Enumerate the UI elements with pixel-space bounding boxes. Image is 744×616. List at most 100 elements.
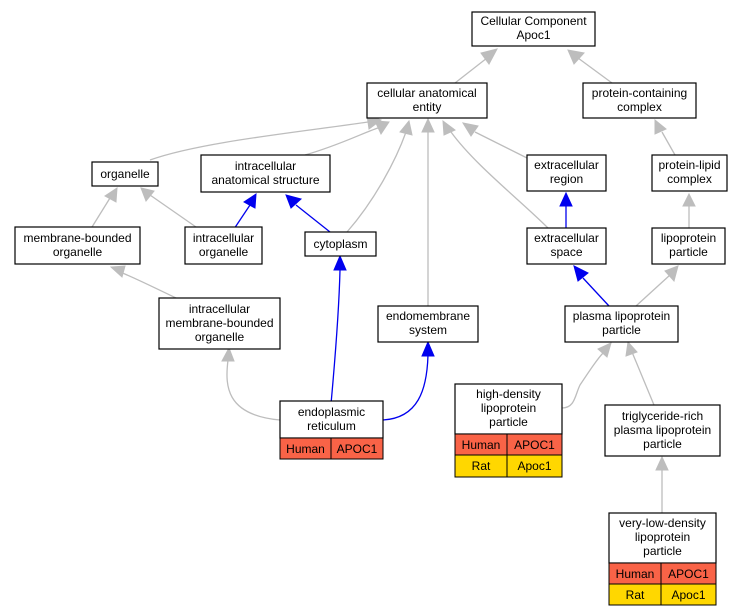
- node-cellular-component-apoc1[interactable]: Cellular Component Apoc1: [471, 11, 596, 47]
- arrowhead: [461, 122, 479, 137]
- node-label: protein-containing: [592, 86, 687, 100]
- gene-cell: [660, 583, 717, 606]
- annotation-row-human: Human APOC1: [608, 562, 717, 585]
- node-label: endomembrane: [386, 309, 470, 323]
- edge-ias-to-cae: [304, 127, 379, 156]
- edge-io-to-organelle: [149, 194, 197, 228]
- gene-cell: [506, 454, 563, 478]
- node-protein-lipid-complex[interactable]: protein-lipid complex: [651, 154, 728, 192]
- node-label: complex: [667, 172, 712, 186]
- nodes: Cellular Component Apoc1 cellular anatom…: [14, 11, 728, 606]
- edge-imbo-to-mbo: [119, 271, 177, 299]
- edge-io-to-ias: [233, 204, 251, 230]
- arrowhead: [654, 118, 667, 135]
- annotation-row-human: Human APOC1: [454, 433, 563, 456]
- node-extracellular-space[interactable]: extracellular space: [526, 227, 607, 265]
- node-label: particle: [489, 415, 528, 429]
- node-label: high-density: [476, 387, 541, 401]
- species-label: Human: [286, 442, 325, 456]
- gene-label: APOC1: [514, 438, 555, 452]
- node-label: plasma lipoprotein: [573, 309, 670, 323]
- node-triglyceride-rich-plasma-lipoprotein-particle[interactable]: triglyceride-rich plasma lipoprotein par…: [604, 404, 721, 457]
- gene-label: Apoc1: [517, 459, 551, 473]
- node-label: triglyceride-rich: [622, 409, 703, 423]
- species-label: Human: [616, 567, 655, 581]
- node-cytoplasm[interactable]: cytoplasm: [304, 231, 377, 257]
- node-intracellular-organelle[interactable]: intracellular organelle: [184, 226, 263, 265]
- node-organelle[interactable]: organelle: [91, 161, 159, 187]
- node-label: space: [550, 245, 582, 259]
- node-cellular-anatomical-entity[interactable]: cellular anatomical entity: [366, 82, 488, 119]
- node-protein-containing-complex[interactable]: protein-containing complex: [582, 82, 697, 119]
- node-high-density-lipoprotein-particle[interactable]: high-density lipoprotein particle Human …: [454, 383, 563, 478]
- arrowhead: [664, 265, 679, 283]
- node-plasma-lipoprotein-particle[interactable]: plasma lipoprotein particle: [564, 305, 679, 343]
- node-very-low-density-lipoprotein-particle[interactable]: very-low-density lipoprotein particle Hu…: [608, 512, 717, 606]
- node-label: extracellular: [534, 231, 599, 245]
- arrowhead: [243, 193, 257, 209]
- annotation-row-human: Human APOC1: [279, 437, 384, 460]
- node-label: Cellular Component: [480, 14, 587, 28]
- species-label: Human: [462, 438, 501, 452]
- arrowhead: [682, 192, 696, 207]
- node-label: intracellular: [189, 302, 250, 316]
- arrowhead: [480, 48, 498, 65]
- node-membrane-bounded-organelle[interactable]: membrane-bounded organelle: [14, 226, 141, 265]
- species-label: Rat: [626, 588, 645, 602]
- node-label: extracellular: [534, 158, 599, 172]
- arrowhead: [333, 254, 347, 271]
- node-intracellular-membrane-bounded-organelle[interactable]: intracellular membrane-bounded organelle: [158, 297, 281, 350]
- node-label: entity: [413, 100, 442, 114]
- edge-plc-to-pcc: [661, 131, 676, 156]
- edge-ret-to-endo: [382, 354, 429, 421]
- node-label: protein-lipid: [658, 158, 720, 172]
- arrowhead: [421, 340, 435, 357]
- node-intracellular-anatomical-structure[interactable]: intracellular anatomical structure: [200, 154, 331, 193]
- arrowhead: [559, 191, 573, 207]
- edge-trl-to-plpp: [631, 351, 655, 406]
- node-label: system: [409, 323, 447, 337]
- node-label: membrane-bounded: [23, 231, 131, 245]
- node-label: lipoprotein: [481, 401, 536, 415]
- node-label: lipoprotein: [661, 231, 716, 245]
- edge-hdl-to-plpp: [561, 351, 605, 409]
- arrowhead: [567, 49, 585, 65]
- node-label: anatomical structure: [211, 173, 319, 187]
- node-label: particle: [643, 437, 682, 451]
- edge-es-to-cae: [450, 131, 549, 229]
- arrowhead: [104, 187, 118, 203]
- arrowhead: [625, 340, 638, 357]
- edge-organelle-to-cae: [149, 121, 369, 161]
- node-label: Apoc1: [516, 28, 550, 42]
- node-extracellular-region[interactable]: extracellular region: [526, 154, 607, 192]
- node-label: particle: [669, 245, 708, 259]
- edge-ret-to-imbo: [226, 359, 281, 421]
- gene-label: APOC1: [337, 442, 378, 456]
- node-label: organelle: [195, 330, 245, 344]
- node-label: intracellular: [193, 231, 254, 245]
- arrow-heads: [104, 48, 696, 471]
- edge-cyto-to-cae: [346, 131, 407, 233]
- gene-cell: [330, 437, 384, 460]
- arrowhead: [109, 265, 126, 278]
- node-label: lipoprotein: [635, 530, 690, 544]
- node-label: particle: [602, 323, 641, 337]
- gene-label: APOC1: [668, 567, 709, 581]
- node-label: particle: [643, 544, 682, 558]
- node-endomembrane-system[interactable]: endomembrane system: [377, 305, 479, 343]
- arrowhead: [374, 120, 390, 136]
- node-label: intracellular: [235, 159, 296, 173]
- edge-plpp-to-lpp: [635, 274, 671, 307]
- edge-erregion-to-cae: [474, 131, 528, 159]
- arrowhead: [573, 265, 589, 282]
- node-endoplasmic-reticulum[interactable]: endoplasmic reticulum Human APOC1: [279, 400, 384, 460]
- node-label: complex: [617, 100, 662, 114]
- arrowhead: [442, 119, 456, 136]
- node-label: organelle: [199, 245, 249, 259]
- node-label: reticulum: [307, 419, 356, 433]
- node-label: membrane-bounded: [165, 316, 273, 330]
- annotation-row-rat: Rat Apoc1: [608, 583, 717, 606]
- gene-label: Apoc1: [671, 588, 705, 602]
- node-lipoprotein-particle[interactable]: lipoprotein particle: [651, 227, 726, 265]
